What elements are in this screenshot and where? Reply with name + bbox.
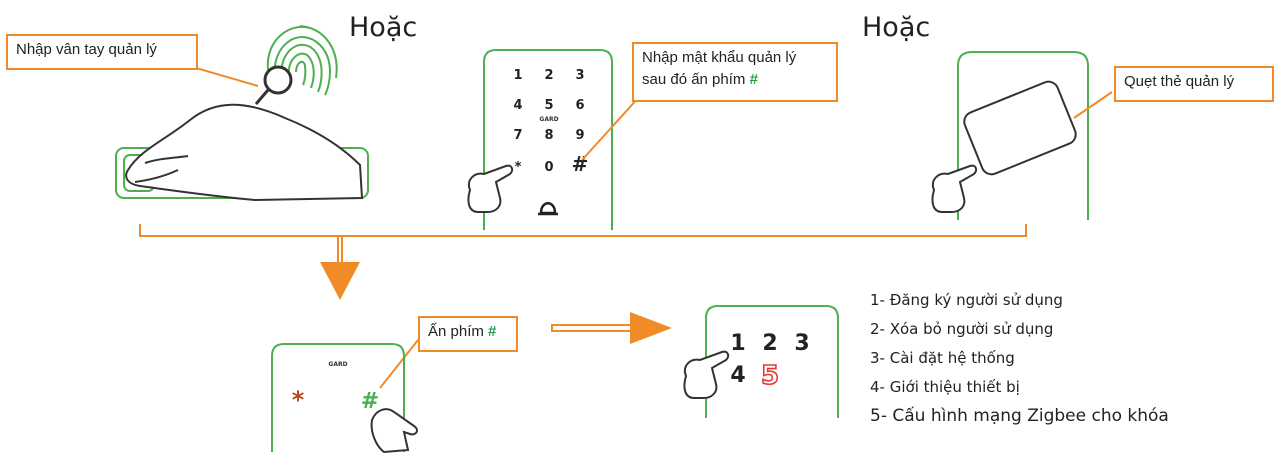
callout-fingerprint-text: Nhập vân tay quản lý — [16, 41, 157, 58]
keypad-key-2: 2 — [544, 68, 553, 83]
down-arrow-icon — [320, 262, 360, 300]
keypad-key-8: 8 — [544, 128, 553, 143]
callout-press-key-text: Ấn phím — [428, 323, 484, 340]
star-key: * — [292, 386, 305, 414]
brand-label: GARD — [539, 116, 558, 123]
menu-item-2: 2- Xóa bỏ người sử dụng — [870, 320, 1054, 338]
right-arrow-icon — [551, 312, 672, 344]
merge-bracket — [139, 224, 1027, 262]
result-key-2: 2 — [762, 331, 777, 356]
menu-item-1: 1- Đăng ký người sử dụng — [870, 291, 1063, 309]
menu-item-5: 5- Cấu hình mạng Zigbee cho khóa — [870, 406, 1169, 426]
or-label-left: Hoặc — [349, 12, 418, 43]
lock-panel-bottom — [271, 343, 405, 452]
card-reader-panel — [957, 51, 1089, 220]
keypad-key-star: * — [515, 160, 522, 175]
hand-pointer-icon — [931, 164, 978, 213]
callout-password-line1: Nhập mật khẩu quản lý — [642, 49, 797, 66]
keypad-panel — [483, 49, 613, 230]
hand-on-reader-illustration — [115, 103, 369, 202]
result-keypad-panel — [705, 305, 839, 418]
keypad-key-4: 4 — [513, 98, 522, 113]
menu-item-3: 3- Cài đặt hệ thống — [870, 349, 1015, 367]
result-key-3: 3 — [794, 331, 809, 356]
brand-label-small: GARD — [328, 361, 347, 368]
card-icon — [963, 80, 1077, 176]
or-label-right: Hoặc — [862, 12, 931, 43]
keypad-key-5: 5 — [544, 98, 553, 113]
hash-key: # — [361, 389, 379, 414]
menu-list: 1- Đăng ký người sử dụng 2- Xóa bỏ người… — [870, 286, 1169, 431]
magnifier-icon — [254, 65, 293, 105]
hand-pointer-icon — [683, 350, 730, 399]
keypad-key-7: 7 — [513, 128, 522, 143]
fingerprint-icon — [266, 25, 338, 96]
callout-password-line2: sau đó ấn phím # — [642, 69, 828, 91]
bell-icon — [538, 202, 558, 216]
keypad-key-1: 1 — [513, 68, 522, 83]
keypad-key-6: 6 — [575, 98, 584, 113]
hand-pointer-icon — [370, 408, 418, 454]
callout-password-line2-text: sau đó ấn phím — [642, 71, 746, 88]
callout-press-key: Ấn phím # — [418, 316, 518, 352]
hash-symbol: # — [488, 323, 497, 340]
callout-fingerprint: Nhập vân tay quản lý — [6, 34, 198, 70]
callout-card-text: Quẹt thẻ quản lý — [1124, 73, 1235, 90]
menu-item-4: 4- Giới thiệu thiết bị — [870, 378, 1020, 396]
callout-card: Quẹt thẻ quản lý — [1114, 66, 1274, 102]
hash-symbol: # — [749, 71, 758, 88]
keypad-key-3: 3 — [575, 68, 584, 83]
hand-pointer-icon — [467, 164, 514, 213]
result-key-4: 4 — [730, 363, 745, 388]
keypad-key-0: 0 — [544, 160, 553, 175]
keypad-key-9: 9 — [575, 128, 584, 143]
callout-password: Nhập mật khẩu quản lý sau đó ấn phím # — [632, 42, 838, 102]
result-key-1: 1 — [730, 331, 745, 356]
result-key-5-highlighted: 5 — [761, 361, 779, 391]
